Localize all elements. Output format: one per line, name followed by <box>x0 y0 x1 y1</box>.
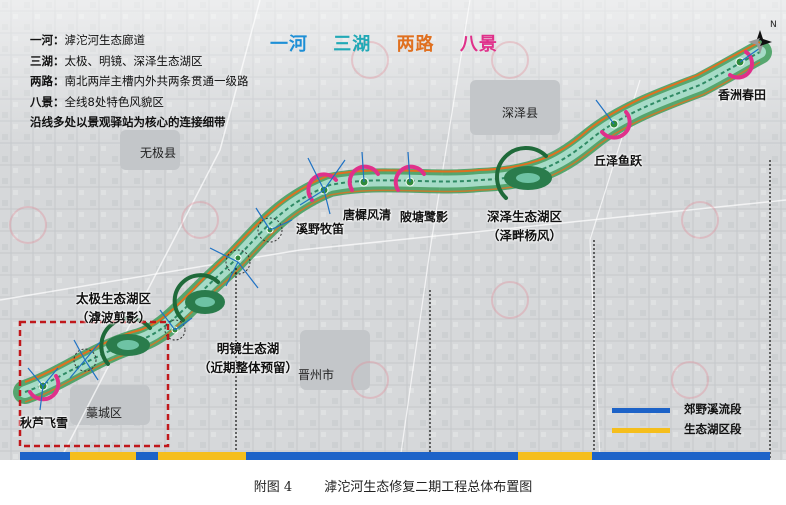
key-blue-line <box>612 408 670 413</box>
connection-arrows <box>27 47 761 411</box>
caption-title: 滹沱河生态修复二期工程总体布置图 <box>324 480 533 495</box>
headline-he: 一河 <box>270 34 308 55</box>
segment-bar <box>20 452 770 460</box>
legend-line-1: 一河：滹沱河生态廊道 <box>30 33 145 47</box>
label-qiuze: 丘泽鱼跃 <box>594 154 643 168</box>
town-blocks <box>70 80 560 425</box>
headline-hu: 三湖 <box>333 34 372 55</box>
key-yellow-label: 生态湖区段 <box>684 422 742 436</box>
label-lingtang: 陂塘鹭影 <box>400 210 449 224</box>
county-wuji: 无极县 <box>140 146 177 160</box>
legend-line-5: 沿线多处以景观驿站为核心的连接细带 <box>30 115 226 129</box>
compass-north: N <box>770 20 777 30</box>
legend-line-2: 三湖：太极、明镜、深泽生态湖区 <box>30 53 203 68</box>
county-gaocheng: 藁城区 <box>86 406 123 420</box>
legend-line-3: 两路：南北两岸主槽内外共两条贯通一级路 <box>30 74 249 88</box>
phase-boundary-box <box>18 320 170 448</box>
compass <box>748 30 772 54</box>
station-circles <box>73 217 283 372</box>
scenic-spot-markers <box>28 50 754 402</box>
watermarks <box>9 41 719 399</box>
headline-jing: 八景 <box>459 34 498 55</box>
label-xiye: 溪野牧笛 <box>296 222 345 236</box>
key-yellow-line <box>612 428 670 433</box>
label-shenze-lake: 深泽生态湖区 （泽畔杨风） <box>487 209 563 243</box>
headline: 一河 三湖 两路 八景 <box>270 30 516 56</box>
text-legend: 一河：滹沱河生态廊道 三湖：太极、明镜、深泽生态湖区 两路：南北两岸主槽内外共两… <box>30 30 249 133</box>
county-jinzhou: 晋州市 <box>298 368 335 382</box>
label-xiangzhou: 香洲春田 <box>718 88 767 102</box>
headline-lu: 两路 <box>396 34 435 55</box>
figure-caption: 附图 4 滹沱河生态修复二期工程总体布置图 <box>0 476 786 495</box>
label-taiji-lake: 太极生态湖区 （滹波剪影） <box>76 291 152 325</box>
legend-line-4: 八景：全线8处特色风貌区 <box>30 94 164 109</box>
label-tanglei: 唐樨风清 <box>343 208 392 222</box>
key-blue-label: 郊野溪流段 <box>684 402 742 416</box>
river-channel <box>24 51 761 393</box>
label-mingjing-lake: 明镜生态湖 （近期整体预留） <box>198 341 299 375</box>
county-shenze: 深泽县 <box>502 106 539 120</box>
segment-dividers <box>235 160 771 458</box>
caption-number: 附图 4 <box>253 480 293 495</box>
label-qiulu: 秋芦飞雪 <box>20 416 69 430</box>
